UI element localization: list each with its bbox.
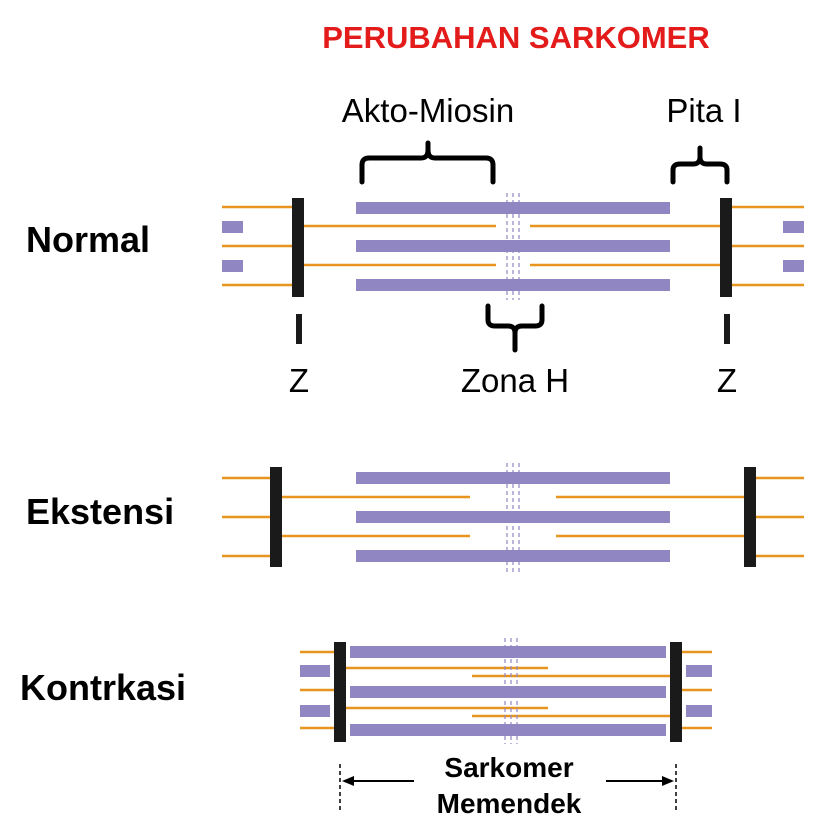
row-label-ekstensi: Ekstensi	[26, 491, 174, 532]
bracket-akto-miosin	[359, 140, 496, 185]
row-label-kontraksi: Kontrkasi	[20, 667, 186, 708]
z-tick-right	[724, 314, 730, 344]
myosin-filaments	[350, 646, 666, 736]
actin-filaments-inner-right	[530, 224, 726, 267]
bracket-zona-h	[485, 303, 545, 353]
arrow-left-head	[342, 776, 354, 786]
actin-filaments-left	[222, 205, 298, 287]
diagram-title: PERUBAHAN SARKOMER	[322, 20, 710, 55]
sarcomere-ekstensi	[222, 463, 804, 572]
actin-filaments-outer	[222, 476, 804, 558]
label-akto-miosin: Akto-Miosin	[342, 92, 514, 129]
z-line-right	[744, 467, 756, 567]
myosin-stubs	[300, 665, 712, 717]
arrow-right-head	[662, 776, 674, 786]
m-line	[506, 193, 520, 300]
sarcomere-kontraksi	[300, 638, 712, 744]
actin-filaments-inner	[340, 666, 676, 718]
actin-filaments-inner-left	[298, 224, 496, 267]
sarcomere-normal	[222, 193, 804, 300]
z-line-left	[334, 642, 346, 742]
z-line-left	[270, 467, 282, 567]
row-label-normal: Normal	[26, 219, 150, 260]
label-z-right: Z	[717, 362, 737, 399]
label-zona-h: Zona H	[461, 362, 569, 399]
label-z-left: Z	[289, 362, 309, 399]
z-tick-left	[296, 314, 302, 344]
sarcomere-length-arrow	[339, 764, 677, 810]
label-pita-i: Pita I	[666, 92, 741, 129]
label-sarkomer: Sarkomer	[444, 752, 573, 783]
z-line-right	[720, 198, 732, 297]
actin-filaments-inner	[276, 495, 750, 538]
label-memendek: Memendek	[437, 788, 582, 819]
m-line	[504, 638, 518, 744]
myosin-stubs	[222, 221, 804, 272]
actin-filaments-right	[726, 205, 804, 287]
z-line-right	[670, 642, 682, 742]
z-line-left	[292, 198, 304, 297]
bracket-pita-i	[670, 145, 730, 185]
